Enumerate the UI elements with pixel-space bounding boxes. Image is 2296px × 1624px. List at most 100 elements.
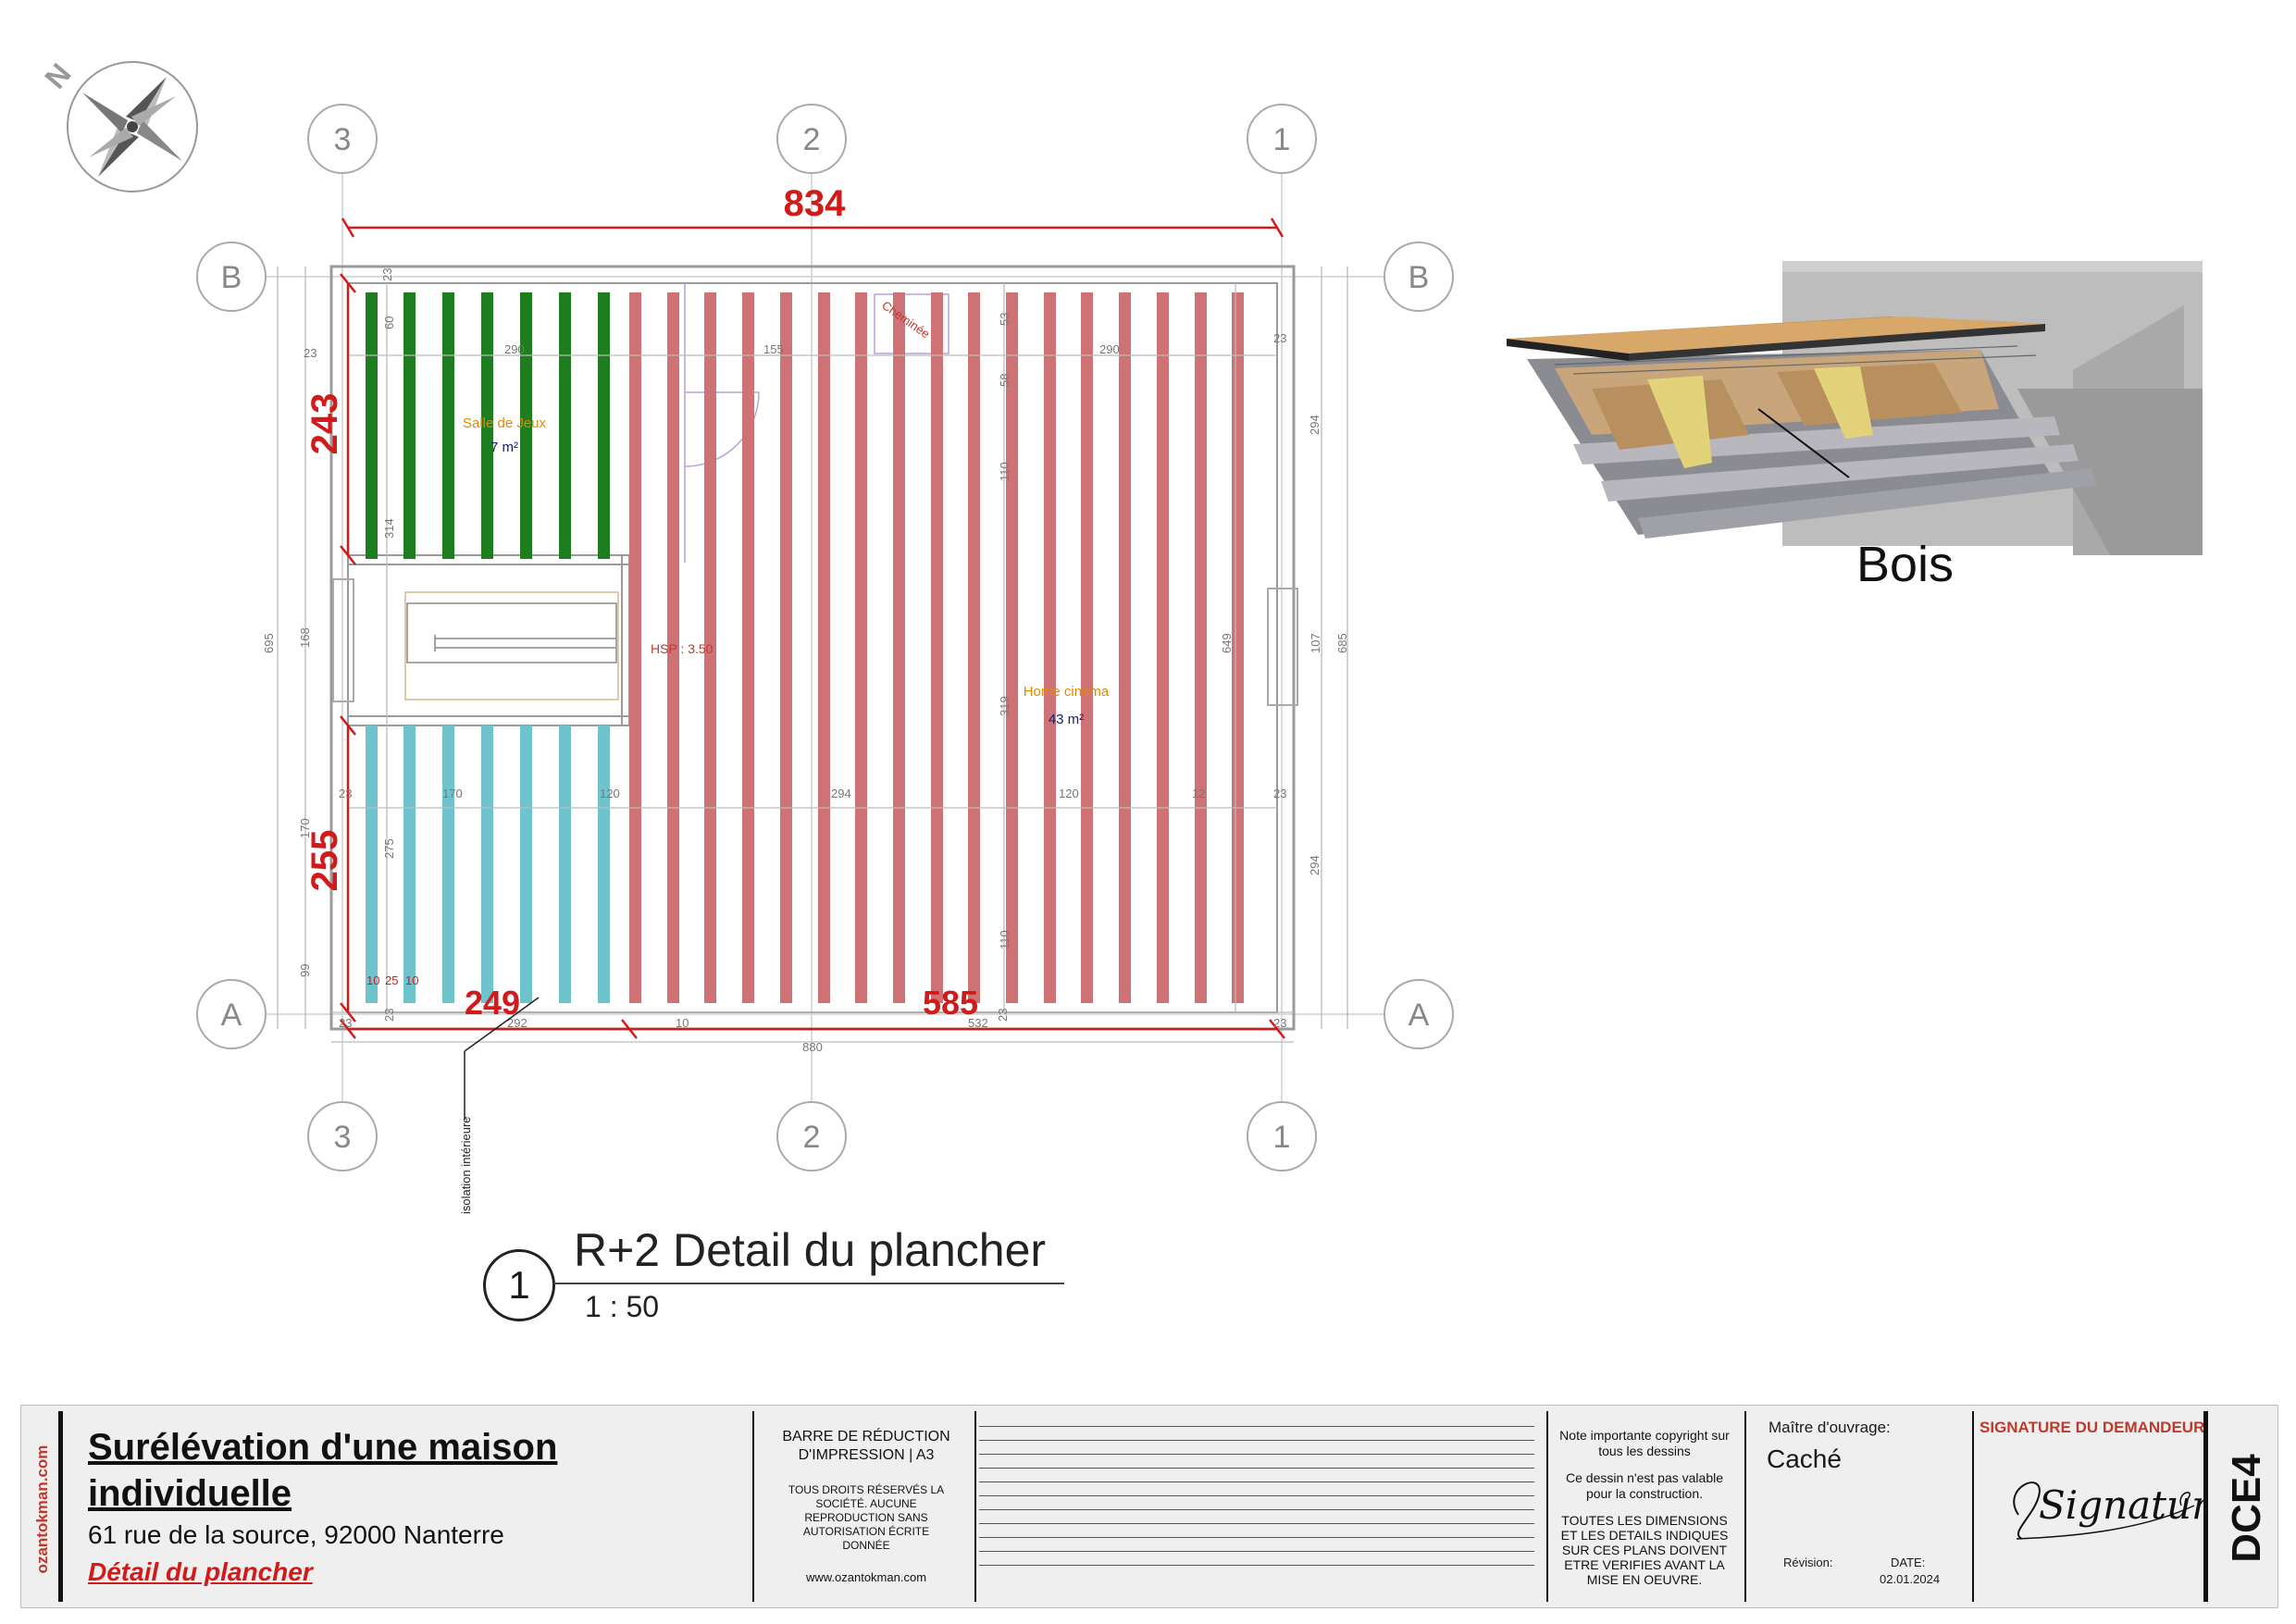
separator	[1744, 1411, 1746, 1602]
website: www.ozantokman.com	[805, 1570, 927, 1584]
svg-text:685: 685	[1335, 633, 1349, 653]
svg-text:532: 532	[968, 1016, 988, 1030]
separator	[1972, 1411, 1974, 1602]
project-address: 61 rue de la source, 92000 Nanterre	[88, 1520, 504, 1549]
print-reduction-lines	[979, 1426, 1534, 1593]
separator	[752, 1411, 754, 1602]
hsp-label: HSP : 3.50	[651, 641, 714, 656]
svg-text:60: 60	[382, 316, 396, 329]
svg-text:12: 12	[1192, 787, 1205, 800]
svg-text:2: 2	[803, 1120, 821, 1155]
svg-text:319: 319	[998, 696, 1011, 716]
svg-text:A: A	[221, 998, 242, 1033]
joist-red-12	[1044, 292, 1056, 1003]
svg-text:23: 23	[339, 787, 352, 800]
svg-text:120: 120	[600, 787, 620, 800]
grid-axis-1-top: 1	[1247, 104, 1317, 174]
dimension-left-bottom: 255	[304, 830, 345, 892]
room-name-salle-de-jeux: Salle de Jeux	[463, 415, 547, 431]
grid-axis-1-bottom: 1	[1247, 1101, 1317, 1172]
joists-salle-de-jeux	[366, 292, 610, 559]
joist-red-13	[1081, 292, 1093, 1003]
svg-text:155: 155	[763, 342, 784, 356]
svg-text:10: 10	[366, 973, 379, 987]
joist-red-7	[855, 292, 867, 1003]
svg-text:314: 314	[382, 518, 396, 539]
room-name-home-cinema: Home cinema	[1024, 684, 1110, 700]
isolation-label: isolation intérieure	[459, 1116, 473, 1214]
view-number: 1	[483, 1249, 555, 1321]
grid-axis-a-left: A	[196, 979, 267, 1049]
svg-text:170: 170	[298, 818, 312, 838]
joist-red-5	[780, 292, 792, 1003]
floor-plan: N 3 2 1 3 2 1 B B A	[38, 57, 1454, 1214]
svg-text:23: 23	[1273, 1016, 1286, 1030]
svg-text:23: 23	[1273, 787, 1286, 800]
view-title-underline	[553, 1283, 1064, 1284]
joist-green-6	[559, 292, 571, 559]
svg-text:294: 294	[1308, 415, 1322, 435]
compass-rose-icon: N	[38, 57, 198, 192]
grid-axis-3-top: 3	[307, 104, 378, 174]
joists-lower-left	[366, 725, 610, 1003]
svg-text:3: 3	[334, 122, 352, 157]
print-bar-title: BARRE DE RÉDUCTION D'IMPRESSION | A3	[782, 1429, 950, 1463]
svg-text:290: 290	[1099, 342, 1120, 356]
grid-axis-2-bottom: 2	[776, 1101, 847, 1172]
svg-text:168: 168	[298, 627, 312, 648]
project-title: Surélévation d'une maison individuelle	[88, 1427, 558, 1514]
date-label: DATE:	[1891, 1556, 1926, 1569]
joist-green-1	[366, 292, 378, 559]
svg-text:120: 120	[1059, 787, 1079, 800]
separator	[1546, 1411, 1548, 1602]
svg-text:3: 3	[334, 1120, 352, 1155]
joist-cyan-2	[403, 725, 416, 1003]
note-not-valid: Ce dessin n'est pas valable pour la cons…	[1566, 1470, 1723, 1501]
svg-text:290: 290	[504, 342, 525, 356]
joist-red-17	[1232, 292, 1244, 1003]
svg-text:23: 23	[339, 1016, 352, 1030]
sheet-title: Détail du plancher	[88, 1557, 313, 1586]
dimension-bottom-right: 585	[923, 984, 978, 1022]
north-label: N	[38, 57, 77, 95]
svg-text:10: 10	[676, 1016, 689, 1030]
svg-text:10: 10	[405, 973, 418, 987]
floor-detail-3d: Bois	[1507, 261, 2203, 592]
joist-red-15	[1157, 292, 1169, 1003]
dimension-left-top: 243	[304, 393, 345, 455]
dimension-bottom-left: 249	[465, 984, 520, 1022]
grid-axis-b-left: B	[196, 242, 267, 312]
view-title: R+2 Detail du plancher	[574, 1224, 1047, 1276]
svg-text:110: 110	[998, 462, 1011, 481]
svg-text:23: 23	[380, 268, 394, 281]
signature-label: SIGNATURE DU DEMANDEUR	[1980, 1419, 2205, 1436]
owner-value: Caché	[1767, 1444, 1842, 1473]
joist-red-4	[742, 292, 754, 1003]
grid-axis-2-top: 2	[776, 104, 847, 174]
joist-red-1	[629, 292, 641, 1003]
joist-cyan-3	[442, 725, 454, 1003]
joist-cyan-7	[598, 725, 610, 1003]
joist-green-7	[598, 292, 610, 559]
sheet-code: DCE4	[2224, 1454, 2269, 1563]
svg-text:58: 58	[998, 374, 1011, 387]
svg-text:695: 695	[262, 633, 276, 653]
website-vertical: ozantokman.com	[33, 1444, 51, 1574]
svg-text:110: 110	[998, 930, 1011, 949]
svg-text:A: A	[1409, 998, 1430, 1033]
grid-axis-3-bottom: 3	[307, 1101, 378, 1172]
dimension-total-width: 834	[784, 183, 846, 224]
joist-cyan-5	[520, 725, 532, 1003]
joist-green-3	[442, 292, 454, 559]
svg-text:B: B	[1409, 260, 1430, 295]
joist-cyan-6	[559, 725, 571, 1003]
svg-text:294: 294	[831, 787, 851, 800]
svg-text:292: 292	[507, 1016, 527, 1030]
svg-text:B: B	[221, 260, 242, 295]
svg-text:99: 99	[298, 964, 312, 977]
svg-text:23: 23	[1273, 331, 1286, 345]
room-area-home-cinema: 43 m²	[1049, 712, 1084, 727]
svg-text:Signature: Signature	[2039, 1482, 2203, 1528]
room-area-salle-de-jeux: 7 m²	[490, 440, 518, 455]
svg-text:23: 23	[304, 346, 316, 360]
